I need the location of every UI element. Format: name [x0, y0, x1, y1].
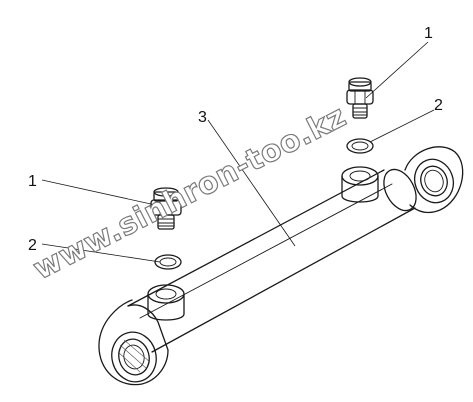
callout-2-left: 2 [28, 237, 37, 254]
port-boss-top [341, 166, 379, 203]
fitting-top [346, 77, 374, 119]
watermark-text: www.sinhron-too.kz [28, 99, 352, 287]
callout-1-top: 1 [424, 25, 433, 42]
callout-1-left: 1 [28, 173, 37, 190]
left-eye-mount [98, 299, 169, 386]
callout-2-top: 2 [434, 97, 443, 114]
seal-top [346, 138, 374, 154]
leader-lines [41, 41, 435, 263]
callout-3-body: 3 [198, 109, 207, 126]
cylinder-barrel [127, 168, 417, 353]
port-boss-left [147, 284, 185, 321]
right-eye-mount [404, 146, 464, 214]
fitting-left [150, 187, 182, 230]
